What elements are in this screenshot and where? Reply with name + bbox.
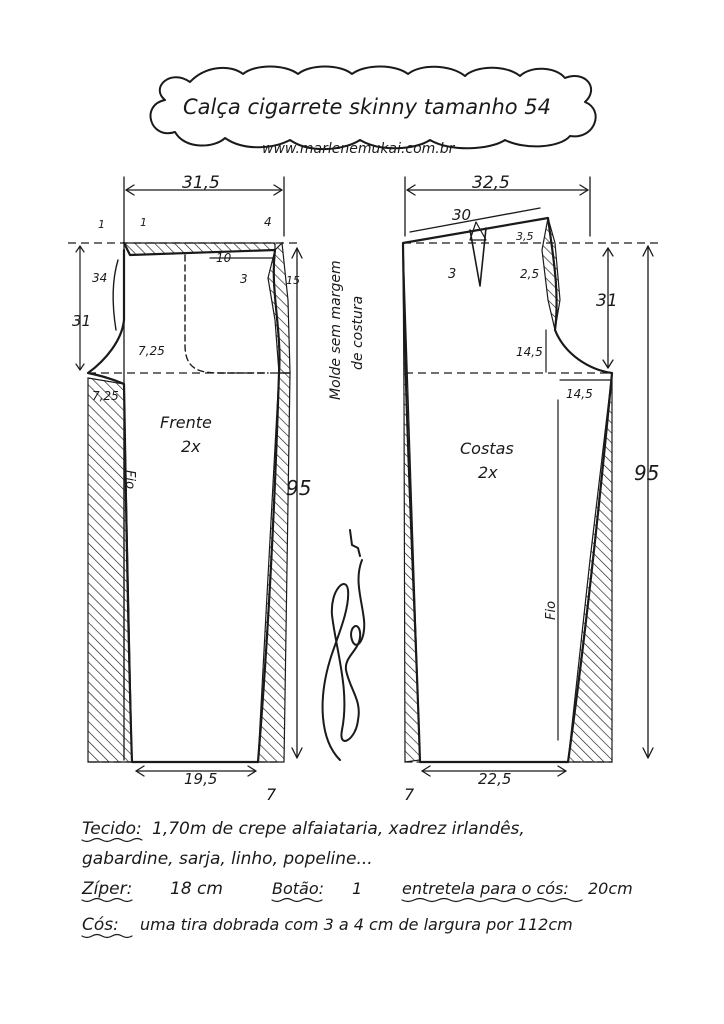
back-mark-b: 2,5	[520, 267, 539, 281]
back-waist-label: 30	[452, 206, 471, 224]
interfacing-value: 20cm	[588, 879, 633, 898]
zipper-value: 18 cm	[170, 879, 223, 899]
back-hem-label: 22,5	[478, 770, 511, 788]
front-piece-count: 2x	[181, 437, 201, 456]
front-mark-j: 7,25	[92, 389, 119, 403]
back-hem-side-label: 7	[404, 785, 415, 804]
front-mark-c: 4	[264, 215, 272, 229]
title-cloud	[149, 65, 597, 151]
button-label: Botão:	[272, 879, 324, 898]
middle-note-line2: de costura	[350, 296, 366, 370]
zipper-label: Zíper:	[81, 879, 132, 899]
back-dart-depth-label: 3	[448, 267, 456, 282]
front-mark-a: 1	[98, 218, 105, 231]
back-piece-label: Costas	[460, 439, 514, 458]
interfacing-label: entretela para o cós:	[402, 879, 569, 898]
front-grain-label: Fio	[122, 470, 137, 489]
front-pocket-line	[184, 254, 269, 374]
back-rise-label: 31	[596, 291, 618, 311]
back-mark-d: 14,5	[566, 387, 593, 401]
middle-note-line1: Molde sem margem	[328, 260, 344, 400]
button-value: 1	[352, 879, 362, 898]
front-outline	[86, 241, 281, 764]
back-piece-count: 2x	[478, 463, 498, 482]
back-mark-c: 14,5	[516, 345, 543, 359]
back-grain-label: Fio	[544, 601, 559, 620]
back-mark-a: 3,5	[516, 230, 534, 243]
back-pattern-piece: 32,5 30 3 3,5 2,5 31 14,5 14,5 Costas 2x…	[401, 173, 662, 804]
front-mark-i: 7,25	[138, 344, 165, 358]
website-url: www.marlenemukai.com.br	[262, 141, 456, 157]
author-signature	[321, 529, 366, 761]
materials-notes: Tecido: 1,70m de crepe alfaiataria, xadr…	[81, 819, 633, 939]
front-hem-side-label: 7	[266, 785, 277, 804]
fabric-line1: 1,70m de crepe alfaiataria, xadrez irlan…	[152, 819, 525, 839]
waistband-value: uma tira dobrada com 3 a 4 cm de largura…	[140, 915, 573, 934]
back-length-label: 95	[634, 461, 659, 485]
front-mark-h: 31	[72, 312, 91, 330]
waistband-label: Cós:	[82, 915, 119, 935]
front-piece-label: Frente	[160, 413, 212, 432]
fabric-label: Tecido:	[82, 819, 142, 839]
back-top-width-label: 32,5	[472, 173, 510, 193]
front-mark-g: 15	[286, 274, 300, 287]
front-hem-label: 19,5	[184, 770, 217, 788]
front-mark-f: 3	[240, 272, 248, 286]
back-outline	[401, 216, 614, 764]
seam-allowance-note: Molde sem margem de costura	[328, 260, 366, 400]
front-length-label: 95	[286, 476, 311, 500]
front-pattern-piece: 31,5 1 1 4 34 10 3 15 31 7,25 7,25 Frent…	[68, 173, 311, 804]
pattern-title: Calça cigarrete skinny tamanho 54	[183, 95, 551, 119]
back-dart	[469, 227, 487, 287]
front-mark-d: 34	[92, 271, 107, 285]
front-top-width-label: 31,5	[182, 173, 220, 193]
fabric-line2: gabardine, sarja, linho, popeline...	[82, 849, 373, 869]
front-mark-b: 1	[140, 216, 147, 229]
